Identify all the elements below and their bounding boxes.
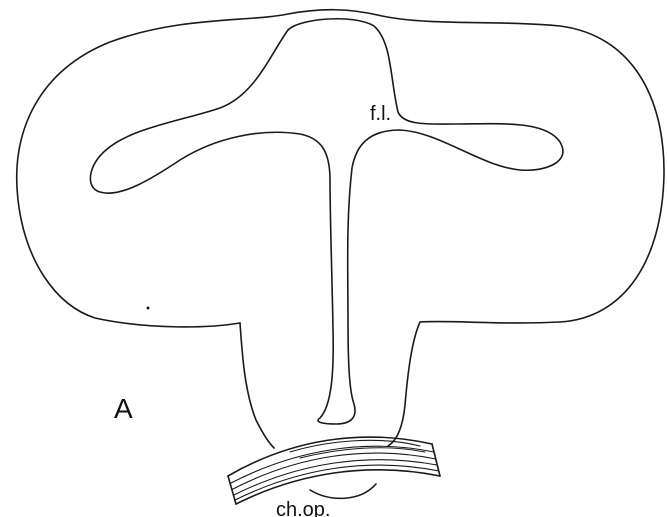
left-stalk-edge: [240, 323, 274, 448]
outer-outline: [17, 10, 664, 446]
chiasma-fibre-4: [235, 465, 439, 500]
chiasma-bulge: [310, 484, 376, 498]
chiasma-fibre-5: [290, 440, 420, 452]
optic-chiasma: [228, 437, 440, 504]
chiasma-label: ch.op.: [276, 499, 330, 517]
fissure-cavity: [90, 19, 563, 424]
stray-dot: [147, 307, 150, 310]
fissure-label: f.l.: [370, 103, 391, 125]
figure-letter-label: A: [114, 393, 133, 424]
chiasma-fibre-3: [234, 460, 437, 495]
